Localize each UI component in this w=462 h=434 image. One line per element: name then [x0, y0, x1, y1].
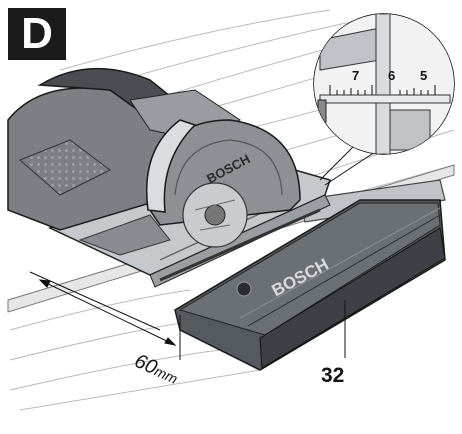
saw-handle — [145, 119, 197, 213]
dimension-60mm — [29, 271, 181, 360]
zoom-detail — [313, 13, 455, 155]
scale-label-6: 6 — [388, 68, 396, 83]
scale-ticks — [329, 85, 436, 95]
guide-fence-32 — [174, 199, 446, 371]
guide-knob — [236, 281, 252, 297]
callout-number-32: 32 — [321, 364, 345, 387]
figure-badge: D — [8, 8, 66, 60]
scale-label-5: 5 — [420, 68, 428, 83]
fence-rod — [159, 208, 321, 282]
saw-blade — [182, 182, 248, 248]
figure-badge-letter: D — [21, 9, 53, 58]
scale-label-7: 7 — [352, 68, 360, 83]
